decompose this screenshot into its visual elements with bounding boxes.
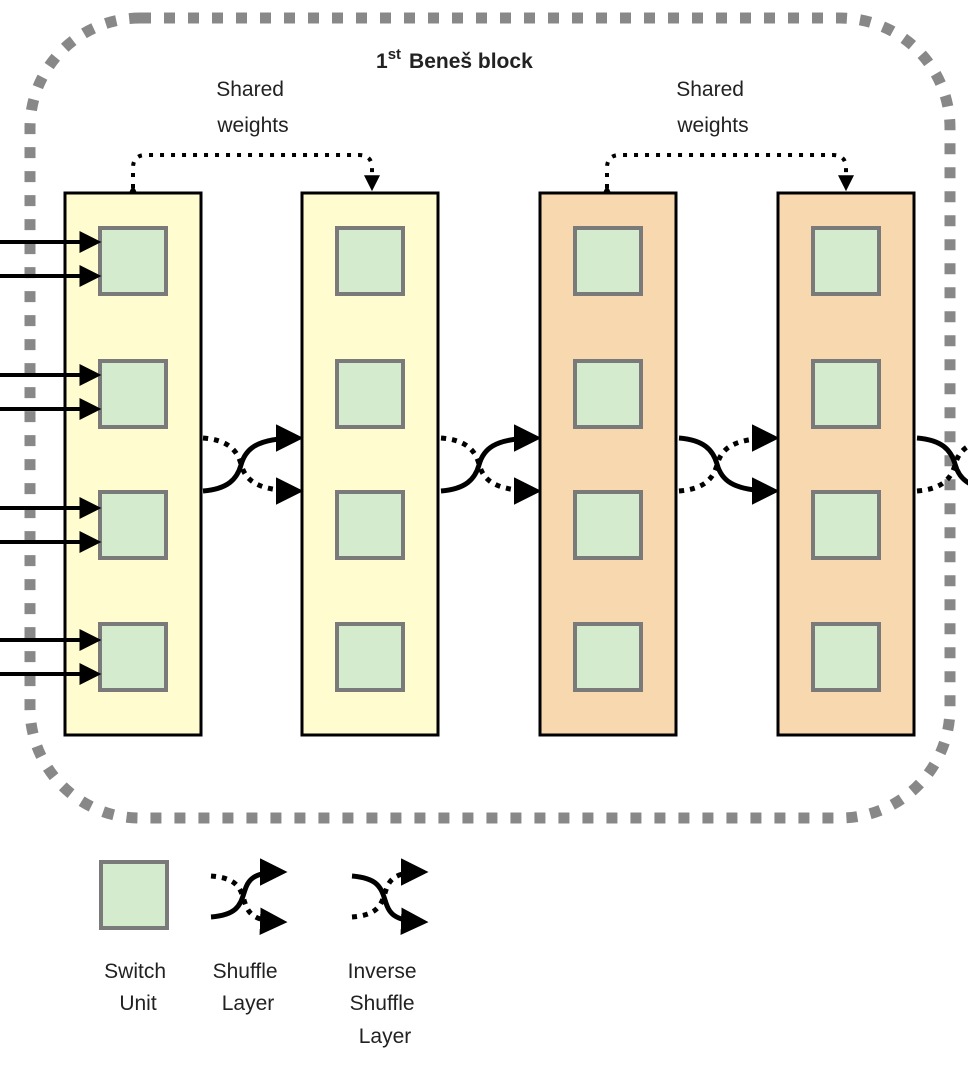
switch-unit: [811, 359, 881, 429]
legend-inverse-shuffle-icon: [351, 858, 429, 936]
switch-unit: [811, 226, 881, 296]
switch-unit: [811, 622, 881, 692]
layer-connectors: [202, 424, 968, 505]
block-title-suffix: st: [388, 46, 401, 63]
switch-unit: [98, 622, 168, 692]
shared-weights-label-1: Shared weights: [216, 78, 290, 137]
shuffle-connector-2: [440, 424, 542, 505]
inverse-shuffle-connector-4: [916, 435, 968, 494]
switch-unit: [98, 490, 168, 560]
legend: Switch Unit Shuffle Layer Inverse Shuffl…: [99, 858, 429, 1048]
switch-unit: [573, 359, 643, 429]
legend-inverse-shuffle-label: Inverse Shuffle Layer: [348, 960, 423, 1048]
connector-path: [202, 424, 304, 494]
switch-unit: [811, 490, 881, 560]
block-title-number: 1: [376, 50, 388, 73]
block-title: 1st Beneš block: [376, 46, 533, 73]
legend-shuffle-icon: [210, 858, 288, 936]
switch-unit: [98, 226, 168, 296]
benes-block-border: [24, 12, 956, 824]
shared-weights-label-2: Shared weights: [676, 78, 750, 137]
layer-3: [538, 191, 678, 737]
legend-switch-unit-label: Switch Unit: [104, 960, 172, 1015]
inverse-shuffle-connector-3: [678, 424, 780, 505]
layers: [63, 191, 916, 737]
connector-path: [678, 435, 780, 505]
switch-unit: [573, 226, 643, 296]
switch-unit: [335, 622, 405, 692]
layer-4: [776, 191, 916, 737]
connector-path: [440, 435, 542, 505]
input-arrows: [0, 231, 102, 685]
layer-2: [300, 191, 440, 737]
connector-path: [202, 435, 304, 505]
connector-path: [440, 424, 542, 494]
shared-weights-connector-2: [599, 153, 854, 201]
switch-unit: [98, 359, 168, 429]
legend-switch-unit-icon: [99, 860, 169, 930]
switch-unit: [335, 359, 405, 429]
connector-path: [678, 424, 780, 494]
switch-unit: [335, 490, 405, 560]
legend-shuffle-label: Shuffle Layer: [213, 960, 284, 1015]
switch-unit: [573, 622, 643, 692]
switch-unit: [335, 226, 405, 296]
switch-unit: [573, 490, 643, 560]
shared-weights-connector-1: [125, 153, 380, 201]
block-title-text: Beneš block: [409, 50, 533, 73]
connector-path: [916, 435, 968, 486]
shuffle-connector-1: [202, 424, 304, 505]
